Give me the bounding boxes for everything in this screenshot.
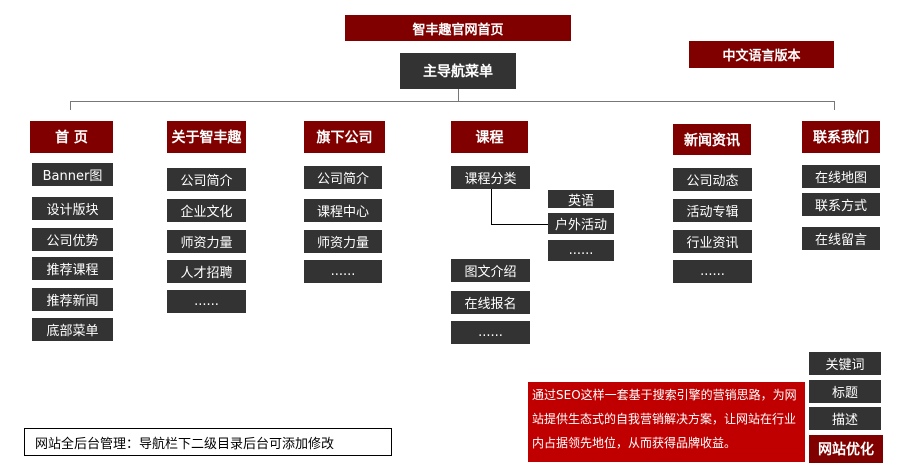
nav-item: Banner图 (32, 163, 113, 186)
nav-item: 师资力量 (167, 230, 246, 253)
nav-item: ...... (167, 290, 246, 313)
column-header: 旗下公司 (304, 121, 385, 153)
nav-item: 课程分类 (451, 166, 530, 189)
nav-item: 在线报名 (451, 291, 530, 314)
nav-item: ...... (451, 321, 530, 344)
column-header: 课程 (451, 121, 528, 153)
nav-item: 公司简介 (304, 166, 382, 189)
column-header: 联系我们 (802, 121, 880, 153)
connector (458, 89, 459, 101)
admin-note: 网站全后台管理：导航栏下二级目录后台可添加修改 (24, 428, 392, 456)
nav-item: 推荐新闻 (32, 288, 113, 311)
connector (70, 101, 835, 102)
seo-item: 描述 (809, 407, 881, 430)
nav-item: 人才招聘 (167, 260, 246, 283)
column-header: 首 页 (30, 121, 113, 153)
connector (491, 189, 492, 224)
main-nav: 主导航菜单 (400, 53, 516, 89)
nav-item: 公司简介 (167, 168, 246, 191)
connector (834, 101, 835, 110)
nav-item: ...... (673, 260, 752, 283)
site-title: 智丰趣官网首页 (345, 15, 571, 41)
nav-item: 设计版块 (32, 197, 113, 220)
connector (491, 224, 554, 225)
nav-item: 公司优势 (32, 228, 113, 251)
nav-item: 联系方式 (802, 193, 880, 216)
seo-description: 通过SEO这样一套基于搜索引擎的营销思路，为网站提供生态式的自我营销解决方案，让… (528, 382, 805, 462)
sub-nav-item: 英语 (548, 190, 614, 209)
column-header: 新闻资讯 (673, 124, 751, 155)
nav-item: 在线留言 (802, 227, 880, 250)
seo-item: 标题 (809, 380, 881, 403)
nav-item: 公司动态 (673, 168, 752, 191)
nav-item: 推荐课程 (32, 257, 113, 280)
seo-label: 网站优化 (809, 435, 883, 463)
sub-nav-item: 户外活动 (548, 213, 614, 234)
seo-item: 关键词 (809, 352, 881, 375)
nav-item: ...... (304, 260, 382, 283)
nav-item: 底部菜单 (32, 318, 113, 341)
nav-item: 课程中心 (304, 199, 382, 222)
nav-item: 企业文化 (167, 199, 246, 222)
nav-item: 图文介绍 (451, 259, 530, 282)
nav-item: 活动专辑 (673, 199, 752, 222)
nav-item: 在线地图 (802, 165, 880, 188)
connector (70, 101, 71, 110)
column-header: 关于智丰趣 (167, 121, 246, 153)
nav-item: 行业资讯 (673, 230, 752, 253)
nav-item: 师资力量 (304, 230, 382, 253)
language-version: 中文语言版本 (689, 41, 834, 68)
sub-nav-item: ...... (548, 240, 614, 261)
